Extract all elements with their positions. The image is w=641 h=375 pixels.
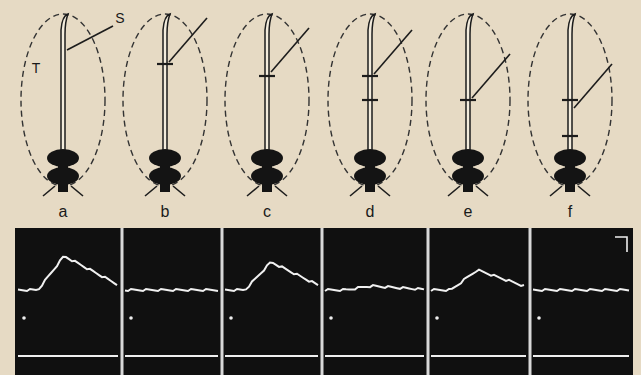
record-divider (321, 228, 324, 375)
sensillum-panel (123, 14, 207, 196)
stimulus-pointer (574, 64, 612, 108)
marker-dot (129, 316, 133, 320)
sensillum-panel (426, 14, 510, 196)
part-label: T (32, 61, 41, 75)
panel-letter: d (366, 204, 375, 220)
socket-stem (160, 150, 170, 192)
socket-wall (448, 186, 460, 196)
record-divider (529, 228, 532, 375)
socket-wall (476, 186, 488, 196)
record-divider (221, 228, 224, 375)
time-line (18, 355, 118, 357)
socket-wall (378, 186, 390, 196)
stimulus-pointer (67, 26, 113, 50)
cut-mark (157, 63, 173, 65)
cut-mark (362, 99, 378, 101)
stimulus-pointer (374, 30, 412, 74)
response-trace (431, 270, 524, 291)
panel-letter: b (161, 204, 170, 220)
response-trace (125, 289, 218, 291)
sensillum-panel (328, 14, 412, 196)
record-divider (427, 228, 430, 375)
panel-letter: c (263, 204, 271, 220)
sensillum-panel (225, 14, 309, 196)
marker-dot (435, 316, 439, 320)
socket-stem (565, 150, 575, 192)
stimulus-pointer (472, 54, 510, 98)
panel-letter: f (568, 204, 572, 220)
sensillum-panel (528, 14, 612, 196)
cut-mark (460, 99, 476, 101)
cut-mark (259, 75, 275, 77)
stimulus-pointer (271, 28, 309, 72)
time-line (125, 355, 218, 357)
sensillum-hair (163, 14, 170, 165)
response-trace (225, 263, 318, 291)
socket-wall (145, 186, 157, 196)
marker-dot (537, 316, 541, 320)
marker-dot (329, 316, 333, 320)
response-trace (18, 257, 117, 291)
sensillum-hair (265, 14, 272, 165)
sensillum-drawings (21, 14, 612, 196)
socket-stem (463, 150, 473, 192)
record-ground (15, 228, 633, 375)
time-line (533, 355, 629, 357)
socket-wall (43, 186, 55, 196)
response-trace (325, 285, 424, 291)
sensillum-panel (21, 14, 113, 196)
socket-wall (350, 186, 362, 196)
socket-wall (578, 186, 590, 196)
response-trace (533, 289, 629, 291)
socket-wall (275, 186, 287, 196)
stimulus-pointer (169, 18, 207, 62)
record-divider (121, 228, 124, 375)
oscilloscope-records (15, 228, 633, 375)
socket-wall (247, 186, 259, 196)
socket-wall (550, 186, 562, 196)
panel-letter: e (464, 204, 473, 220)
cut-mark (562, 135, 578, 137)
marker-dot (229, 316, 233, 320)
socket-wall (173, 186, 185, 196)
socket-stem (58, 150, 68, 192)
panel-letter: a (59, 204, 68, 220)
time-line (431, 355, 526, 357)
cut-mark (562, 99, 578, 101)
cut-mark (362, 75, 378, 77)
sensillum-hair (368, 14, 375, 165)
time-line (325, 355, 424, 357)
socket-wall (71, 186, 83, 196)
marker-dot (22, 316, 26, 320)
part-label: S (115, 11, 124, 25)
sensillum-hair (61, 14, 68, 165)
sensillum-hair (466, 14, 473, 165)
scale-bar (615, 237, 627, 252)
sensillum-hair (568, 14, 575, 165)
socket-stem (262, 150, 272, 192)
time-line (225, 355, 318, 357)
socket-stem (365, 150, 375, 192)
